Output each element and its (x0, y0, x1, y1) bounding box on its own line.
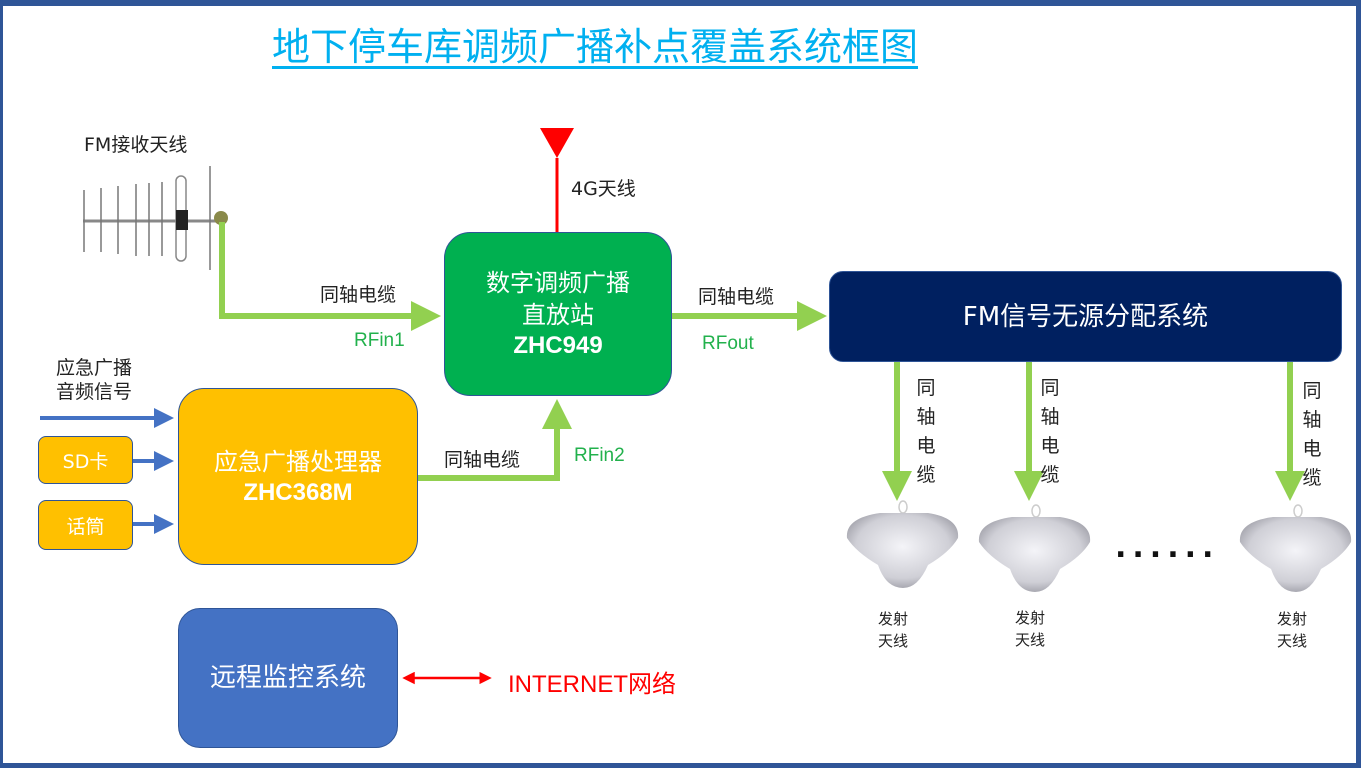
port-rfin2: RFin2 (574, 445, 625, 466)
transmit-antenna-icon (978, 504, 1091, 592)
transmit-label-line2: 天线 (877, 632, 908, 650)
audio-input-label-line2: 音频信号 (56, 381, 133, 403)
coax-vertical-label-1: 同 轴 电 缆 (915, 374, 937, 490)
repeater-line1: 数字调频广播 (486, 269, 630, 297)
transmit-label-line1: 发射 (1276, 610, 1307, 628)
4g-antenna-icon (540, 128, 574, 158)
emergency-processor-box[interactable]: 应急广播处理器 ZHC368M (178, 388, 418, 565)
coax-char: 缆 (1302, 467, 1322, 489)
transmit-antenna-label-3: 发射 天线 (1272, 608, 1312, 652)
coax-char: 同 (1302, 380, 1322, 402)
repeater-line2: 直放站 (522, 301, 594, 329)
transmit-label-line2: 天线 (1014, 631, 1045, 649)
monitor-label: 远程监控系统 (209, 663, 366, 693)
audio-input-label: 应急广播 音频信号 (56, 356, 132, 404)
fm-antenna-label: FM接收天线 (84, 134, 188, 156)
coax-char: 轴 (1040, 406, 1060, 428)
fm-receive-antenna-icon (83, 166, 228, 270)
port-rfout: RFout (702, 333, 754, 354)
coax-char: 轴 (916, 406, 936, 428)
distribution-label: FM信号无源分配系统 (962, 301, 1209, 332)
transmit-label-line2: 天线 (1276, 632, 1307, 650)
transmit-antenna-icon (846, 500, 959, 588)
repeater-model: ZHC949 (513, 332, 603, 359)
4g-antenna-label: 4G天线 (571, 178, 636, 200)
coax-vertical-label-3: 同 轴 电 缆 (1301, 377, 1323, 493)
internet-label: INTERNET网络 (508, 671, 676, 698)
sd-card-box[interactable]: SD卡 (38, 436, 133, 484)
transmit-antenna-label-2: 发射 天线 (1010, 607, 1050, 651)
coax-char: 电 (1302, 438, 1322, 460)
coax-char: 同 (916, 377, 936, 399)
coax-vertical-label-2: 同 轴 电 缆 (1039, 374, 1061, 490)
more-antennas-ellipsis: ...... (1115, 530, 1220, 565)
transmit-antenna-label-1: 发射 天线 (873, 608, 913, 652)
coax-char: 轴 (1302, 409, 1322, 431)
coax-label-rfin1: 同轴电缆 (320, 284, 397, 306)
fm-distribution-box[interactable]: FM信号无源分配系统 (829, 271, 1342, 362)
coax-char: 缆 (916, 464, 936, 486)
microphone-box[interactable]: 话筒 (38, 500, 133, 550)
coax-label-rfin2: 同轴电缆 (444, 449, 521, 471)
remote-monitor-box[interactable]: 远程监控系统 (178, 608, 398, 748)
transmit-label-line1: 发射 (1014, 609, 1045, 627)
transmit-antenna-icon (1239, 504, 1352, 592)
diagram-title: 地下停车库调频广播补点覆盖系统框图 (272, 25, 919, 69)
coax-rfin1-line (219, 222, 441, 331)
coax-rfin2-line (418, 399, 572, 481)
coax-char: 电 (1040, 435, 1060, 457)
audio-input-label-line1: 应急广播 (56, 357, 133, 379)
processor-line1: 应急广播处理器 (214, 447, 382, 476)
processor-model: ZHC368M (243, 478, 353, 506)
coax-char: 缆 (1040, 464, 1060, 486)
transmit-label-line1: 发射 (877, 610, 908, 628)
port-rfin1: RFin1 (354, 330, 405, 351)
coax-char: 同 (1040, 377, 1060, 399)
coax-label-rfout: 同轴电缆 (698, 286, 775, 308)
coax-char: 电 (916, 435, 936, 457)
fm-repeater-box[interactable]: 数字调频广播 直放站 ZHC949 (444, 232, 672, 396)
